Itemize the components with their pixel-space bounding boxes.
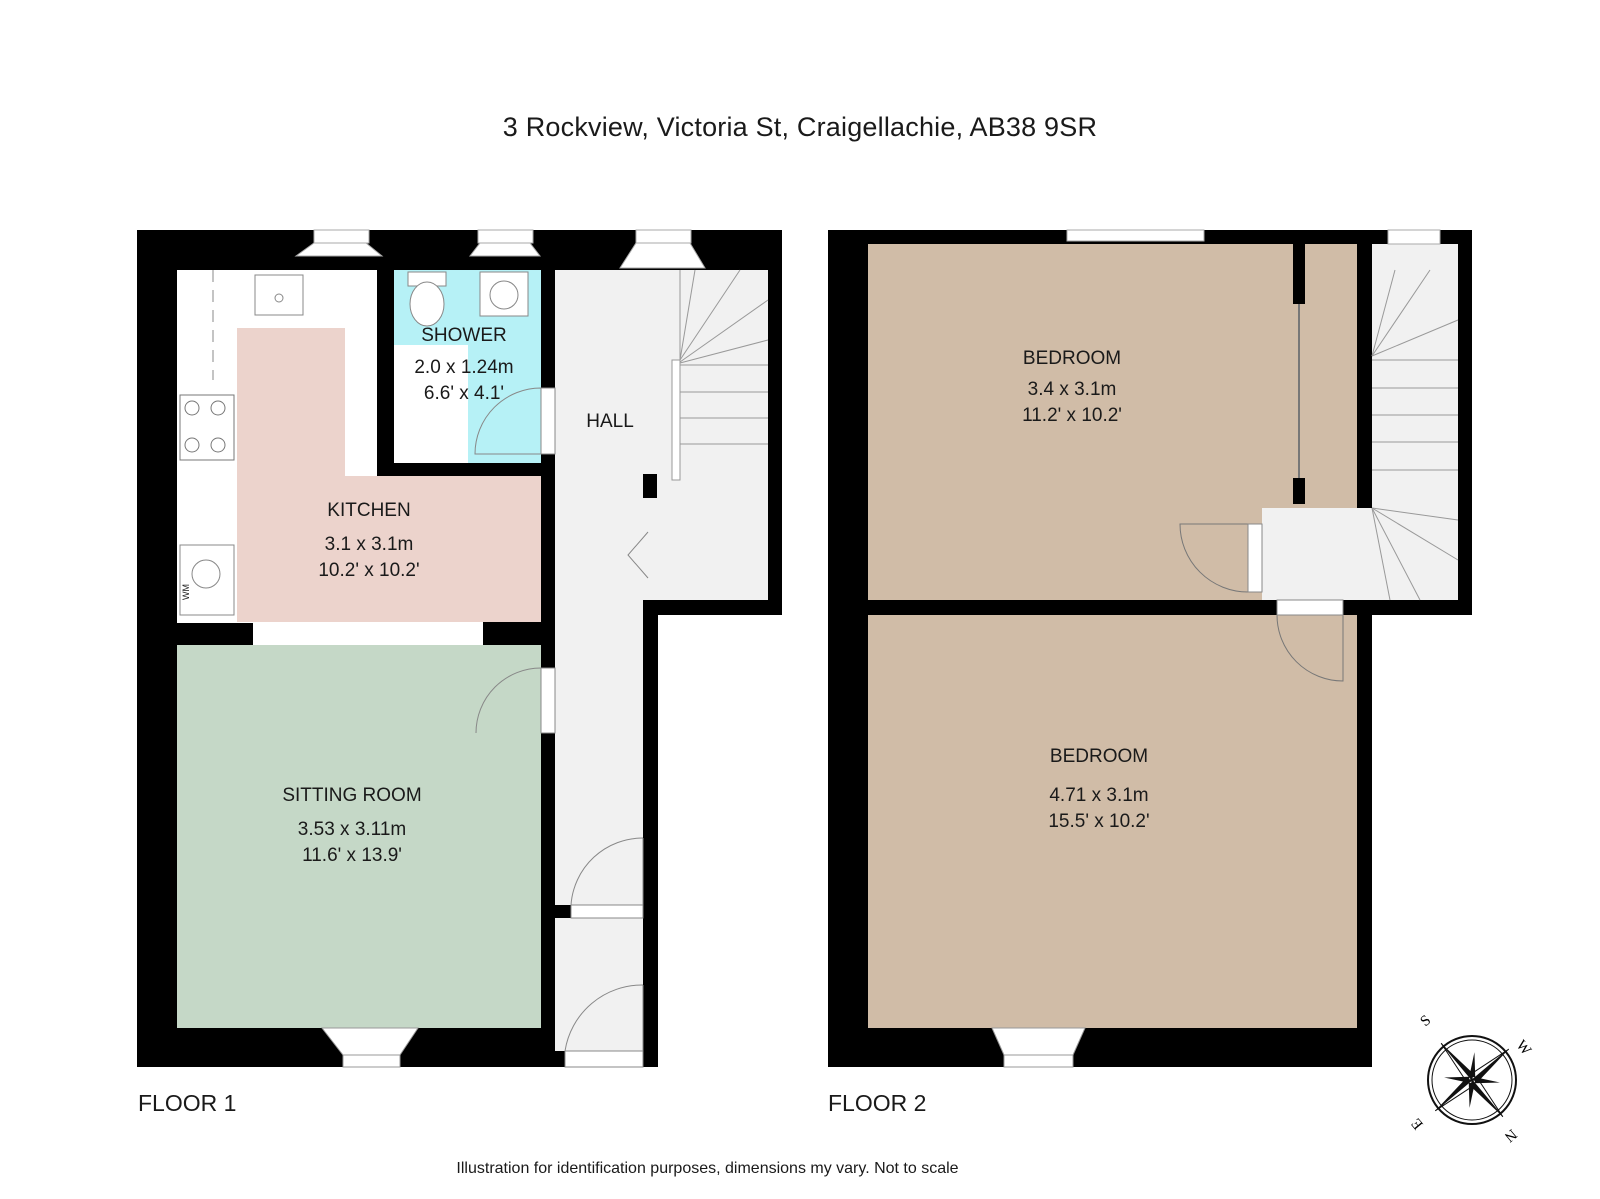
hall-window-frame bbox=[635, 229, 692, 244]
shower-window-frame bbox=[477, 229, 534, 244]
shower-tray bbox=[394, 345, 468, 463]
bedroom-1-doorway bbox=[1247, 523, 1263, 593]
room-imperial: 15.5' x 10.2' bbox=[1048, 811, 1149, 832]
shower-doorway bbox=[540, 387, 556, 455]
shower-label: SHOWER 2.0 x 1.24m 6.6' x 4.1' bbox=[414, 325, 513, 404]
bay-window-sill bbox=[342, 1054, 401, 1068]
bedroom-1-label: BEDROOM 3.4 x 3.1m 11.2' x 10.2' bbox=[1022, 348, 1122, 426]
wardrobe-floor bbox=[1305, 244, 1357, 504]
compass-s: S bbox=[1418, 1012, 1435, 1030]
toilet bbox=[407, 271, 447, 327]
disclaimer: Illustration for identification purposes… bbox=[456, 1160, 959, 1177]
floor-1-label: FLOOR 1 bbox=[138, 1090, 237, 1116]
bedroom-1-door bbox=[1179, 523, 1249, 593]
sitting-room-label: SITTING ROOM 3.53 x 3.11m 11.6' x 13.9' bbox=[282, 785, 421, 866]
kitchen-floor bbox=[237, 328, 541, 622]
floor-2-staircase bbox=[1371, 269, 1459, 601]
wardrobe-divider-lower bbox=[1293, 478, 1305, 504]
room-metric: 2.0 x 1.24m bbox=[414, 357, 513, 378]
room-metric: 3.53 x 3.11m bbox=[298, 819, 406, 840]
bedroom-2-window-sill bbox=[1003, 1054, 1074, 1068]
porch-doorway bbox=[570, 904, 644, 919]
stair-newel bbox=[643, 474, 657, 498]
hall-arrow bbox=[627, 531, 649, 579]
bedroom-2-floor bbox=[868, 615, 1357, 1028]
compass-e: E bbox=[1409, 1115, 1427, 1132]
basin bbox=[479, 271, 529, 317]
hall-floor bbox=[555, 270, 768, 905]
floor-2-label: FLOOR 2 bbox=[828, 1090, 927, 1116]
floor-1-plan: WM SHOWER 2.0 x 1.24m 6.6' x 4.1' H bbox=[137, 229, 782, 1068]
sitting-room-door bbox=[475, 667, 542, 734]
kitchen-window-frame bbox=[313, 229, 370, 244]
porch-floor bbox=[555, 918, 643, 1051]
washing-machine bbox=[179, 544, 235, 616]
room-imperial: 10.2' x 10.2' bbox=[318, 560, 419, 581]
kitchen-label: KITCHEN 3.1 x 3.1m 10.2' x 10.2' bbox=[318, 500, 419, 581]
shower-window bbox=[468, 242, 542, 257]
hall-label: HALL bbox=[586, 411, 634, 432]
plan-title: 3 Rockview, Victoria St, Craigellachie, … bbox=[502, 112, 1098, 142]
room-name: HALL bbox=[586, 411, 634, 432]
room-name: SHOWER bbox=[421, 325, 507, 346]
compass-rose-icon: S W E N bbox=[1409, 1012, 1535, 1145]
room-name: SITTING ROOM bbox=[282, 785, 421, 806]
room-imperial: 11.6' x 13.9' bbox=[302, 845, 402, 866]
room-name: BEDROOM bbox=[1023, 348, 1121, 369]
stair-window bbox=[1387, 229, 1441, 245]
room-name: BEDROOM bbox=[1050, 746, 1148, 767]
stair-floor bbox=[1372, 244, 1458, 600]
room-imperial: 11.2' x 10.2' bbox=[1022, 405, 1122, 426]
bedroom-2-doorway bbox=[1276, 599, 1344, 616]
sitting-room-doorway bbox=[540, 667, 556, 734]
room-name: KITCHEN bbox=[327, 500, 410, 521]
floor-1-staircase bbox=[671, 269, 769, 481]
wardrobe-divider bbox=[1293, 244, 1305, 304]
washing-machine-label: WM bbox=[181, 584, 191, 600]
front-doorway bbox=[564, 1050, 644, 1068]
room-imperial: 6.6' x 4.1' bbox=[424, 383, 504, 404]
hob bbox=[179, 394, 235, 461]
landing-floor bbox=[1262, 508, 1372, 600]
shower-door-swing bbox=[474, 387, 542, 455]
kitchen-opening bbox=[253, 622, 483, 645]
bedroom-2-label: BEDROOM 4.71 x 3.1m 15.5' x 10.2' bbox=[1048, 746, 1149, 832]
bedroom-1-window bbox=[1066, 229, 1205, 242]
bedroom-2-window bbox=[991, 1027, 1086, 1056]
hall-inner-door bbox=[570, 837, 644, 906]
room-metric: 4.71 x 3.1m bbox=[1049, 785, 1148, 806]
room-metric: 3.4 x 3.1m bbox=[1028, 379, 1117, 400]
bedroom-2-door bbox=[1276, 614, 1344, 682]
floor-2-plan: BEDROOM 3.4 x 3.1m 11.2' x 10.2' BEDROOM… bbox=[828, 229, 1472, 1068]
kitchen-sink bbox=[254, 274, 304, 316]
room-metric: 3.1 x 3.1m bbox=[325, 534, 414, 555]
front-door bbox=[564, 984, 644, 1052]
compass-w: W bbox=[1513, 1037, 1535, 1059]
compass-n: N bbox=[1501, 1126, 1520, 1145]
kitchen-sink-drain bbox=[274, 293, 284, 303]
